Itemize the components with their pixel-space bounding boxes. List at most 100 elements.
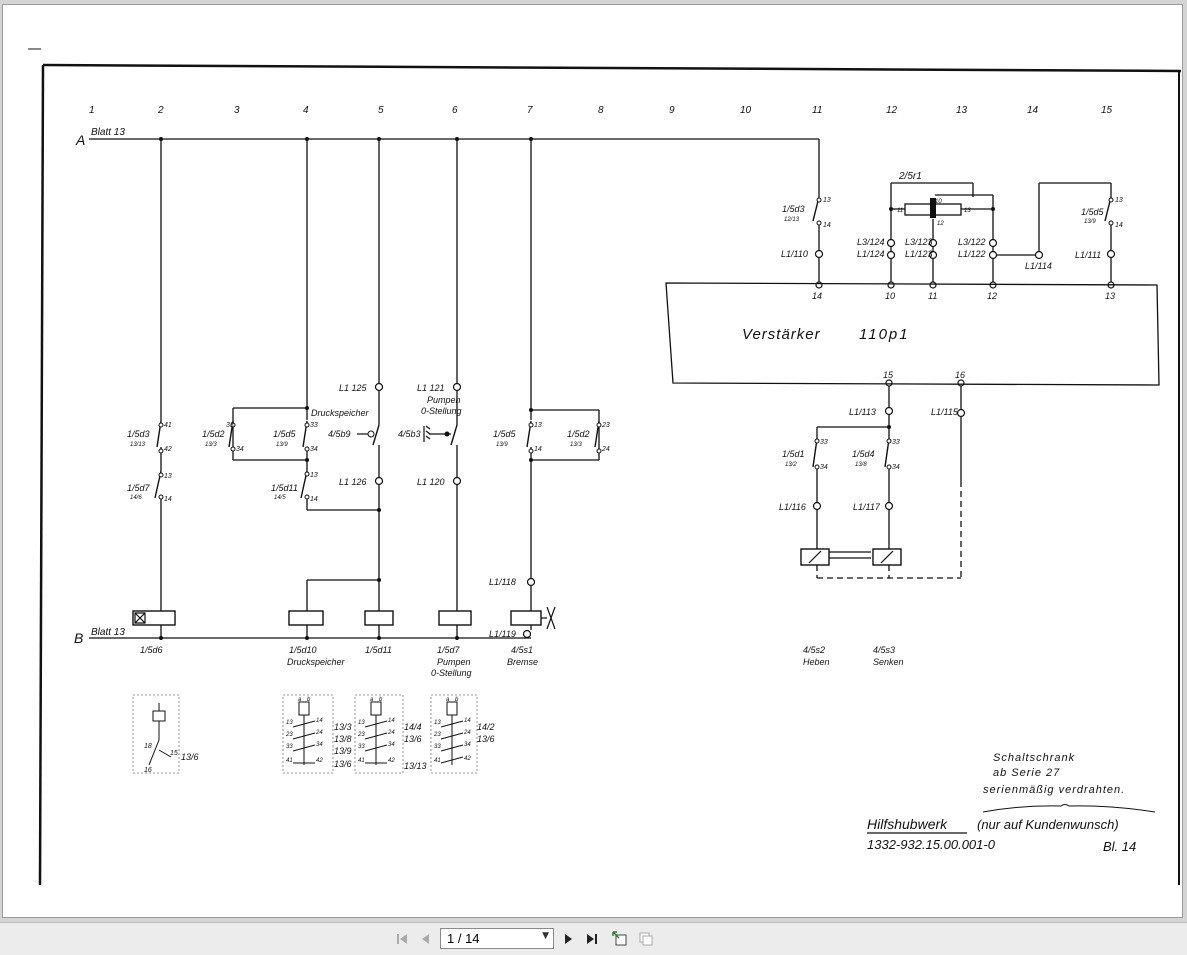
note-text: Druckspeicher	[311, 408, 370, 418]
contact-label: 1/5d3	[127, 429, 150, 439]
contact-pin: 14	[1115, 222, 1123, 229]
document-viewer: 1 2 3 4 5 6 7 8 9 10 11 12 13 14 15	[0, 0, 1187, 922]
terminal-label: L3/122	[958, 237, 986, 247]
chevron-down-icon: ▼	[542, 931, 549, 941]
next-page-icon[interactable]	[558, 929, 578, 949]
dashed-wires	[816, 481, 962, 579]
contact-pin: 14	[164, 496, 172, 503]
contact-ref: 12/13	[784, 217, 800, 223]
amp-pin: 16	[955, 370, 965, 380]
contact-pin: 41	[164, 422, 172, 429]
contact-pin: 34	[310, 446, 318, 453]
xref-pin: 41	[434, 758, 441, 764]
contact-ref: 13/2	[785, 462, 797, 468]
contact-pin: 33	[310, 422, 318, 429]
contact-label: 1/5d1	[782, 449, 805, 459]
rail-a-ref: Blatt 13	[91, 127, 125, 138]
xref-ref: 13/6	[334, 759, 352, 769]
previous-page-icon[interactable]	[416, 929, 436, 949]
column-number: 12	[886, 105, 898, 116]
contact-ref: 13/13	[130, 442, 146, 448]
contact-ref: 14/6	[130, 495, 142, 501]
xref-pin: 13	[434, 720, 441, 726]
xref-pin: b	[455, 697, 459, 703]
xref-ref: 13/6	[181, 752, 199, 762]
wiring-schematic: 1 2 3 4 5 6 7 8 9 10 11 12 13 14 15	[28, 48, 1182, 886]
contact-label: 1/5d2	[202, 429, 225, 439]
column-number: 11	[812, 105, 822, 116]
coil-marks	[134, 550, 894, 630]
document-page: 1 2 3 4 5 6 7 8 9 10 11 12 13 14 15	[2, 4, 1183, 918]
xref-ref: 13/3	[334, 722, 352, 732]
coil-labels: 1/5d6 1/5d10 Druckspeicher 1/5d11 1/5d7 …	[140, 645, 904, 678]
first-page-icon[interactable]	[392, 929, 412, 949]
column-number: 4	[303, 105, 309, 116]
resistor-terminals: 11 10 13 12	[897, 199, 971, 227]
contact-ref: 14/5	[274, 495, 286, 501]
title-note: ab Serie 27	[993, 767, 1060, 779]
terminal-label: L1/118	[489, 577, 516, 587]
fit-page-icon[interactable]	[610, 929, 630, 949]
contact-label: 1/5d5	[1081, 207, 1105, 217]
contact-pin: 33	[820, 439, 828, 446]
coil-function: Bremse	[507, 657, 538, 667]
xref-diagram-3: a b 13 14 23 24 33 34 41 42 14/4 13/6 13…	[354, 694, 427, 774]
terminal-label: L1 125	[339, 383, 368, 393]
amp-pin: 13	[1105, 291, 1115, 301]
column-numbers: 1 2 3 4 5 6 7 8 9 10 11 12 13 14 15	[89, 105, 1113, 116]
terminal-label: L3/123	[905, 237, 933, 247]
contact-label: 4/5b9	[328, 429, 351, 439]
coil-function: 0-Stellung	[431, 668, 472, 678]
resistor-terminal: 11	[897, 208, 903, 214]
coil-label: 1/5d10	[289, 645, 317, 655]
amp-pin: 11	[928, 291, 937, 301]
terminal-label: L1/116	[779, 502, 806, 512]
xref-pin: b	[379, 697, 383, 703]
note-text: 0-Stellung	[421, 406, 462, 416]
terminal-label: L3/124	[857, 237, 885, 247]
terminal-label: L1/113	[849, 407, 876, 417]
amplifier-code: 110p1	[859, 326, 910, 343]
drawing-subtitle: (nur auf Kundenwunsch)	[977, 817, 1119, 832]
coil-label: 4/5s2	[803, 645, 825, 655]
amp-pin: 12	[987, 291, 997, 301]
xref-ref: 13/8	[334, 734, 352, 744]
title-block: Schaltschrank ab Serie 27 serienmäßig ve…	[867, 752, 1156, 854]
drawing-number: 1332-932.15.00.001-0	[867, 837, 996, 852]
column-number: 7	[527, 105, 533, 116]
amplifier-title: Verstärker	[742, 326, 821, 343]
xref-ref: 13/6	[477, 734, 495, 744]
column-number: 5	[378, 105, 384, 116]
xref-pin: 14	[316, 718, 323, 724]
terminal-label: L1/122	[958, 249, 986, 259]
contact-pin: 24	[601, 446, 610, 453]
xref-pin: 13	[286, 720, 293, 726]
contact-ref: 13/9	[276, 442, 288, 448]
page-selector[interactable]: 1 / 14 ▼	[440, 928, 554, 949]
xref-pin: 15	[170, 750, 178, 757]
column-number: 3	[234, 105, 240, 116]
amplifier-box	[665, 282, 1160, 386]
contact-pin: 14	[310, 496, 318, 503]
contact-pin: 23	[601, 422, 610, 429]
contact-ref: 13/3	[205, 442, 217, 448]
resistor-label: 2/5r1	[898, 171, 922, 182]
contact-label: 1/5d3	[782, 204, 805, 214]
column-number: 2	[157, 105, 164, 116]
column-number: 9	[669, 105, 675, 116]
xref-pin: 42	[316, 758, 323, 764]
fit-width-icon[interactable]	[636, 929, 656, 949]
xref-pin: 42	[388, 758, 395, 764]
contact-pin: 42	[164, 446, 172, 453]
xref-pin: 13	[358, 720, 365, 726]
coil-label: 1/5d11	[365, 645, 392, 655]
drawing-title: Hilfshubwerk	[867, 816, 948, 832]
coil-function: Heben	[803, 657, 830, 667]
column-number: 6	[452, 105, 458, 116]
xref-pin: 33	[358, 744, 365, 750]
terminal-label: L1/119	[489, 629, 516, 639]
title-note: Schaltschrank	[993, 752, 1075, 764]
xref-pin: 18	[144, 743, 152, 750]
last-page-icon[interactable]	[582, 929, 602, 949]
column-number: 10	[740, 105, 752, 116]
